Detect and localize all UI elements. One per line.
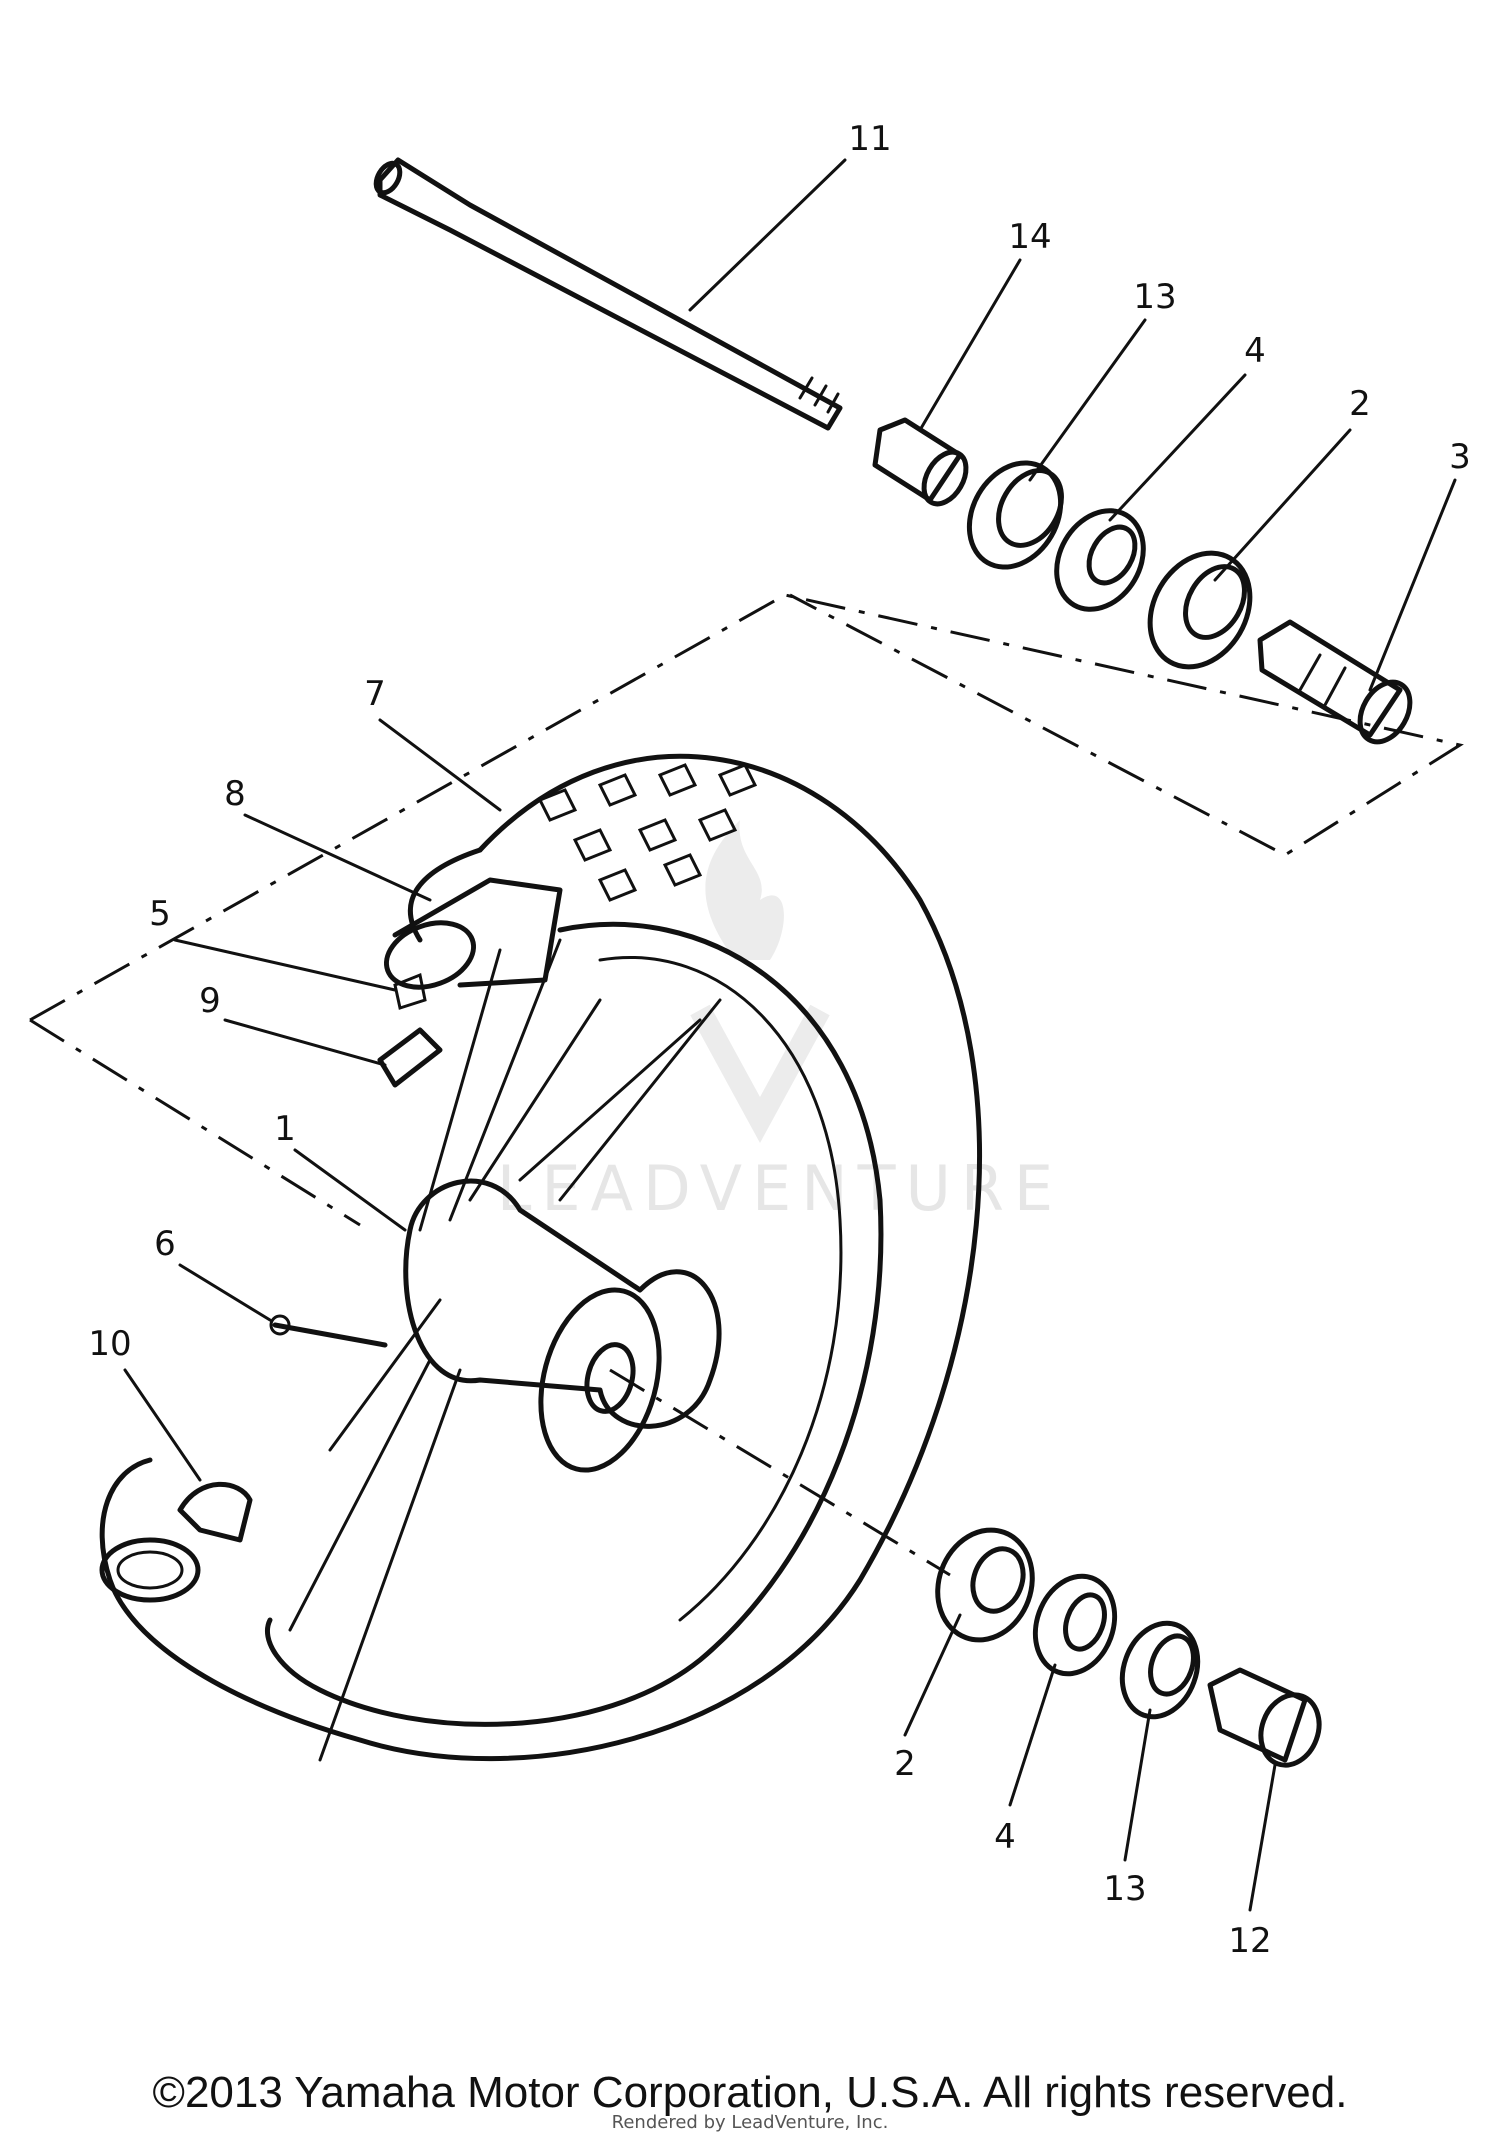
assembly-lines: [29, 593, 1464, 1577]
label-4-top: 4: [1244, 331, 1266, 371]
part-labels: 11 14 13 4 2 3 7 8 5 9 1 6 10 2 4 13 12: [88, 119, 1470, 1961]
label-1: 1: [274, 1109, 296, 1149]
label-11: 11: [848, 119, 891, 159]
collar-bottom-shape: [1207, 1667, 1322, 1768]
oil-seal-top-shape: [966, 460, 1064, 570]
label-13-bottom: 13: [1103, 1869, 1146, 1909]
oil-seal-bottom-shape: [1119, 1620, 1201, 1720]
label-7: 7: [364, 674, 386, 714]
label-12: 12: [1228, 1921, 1271, 1961]
label-10: 10: [88, 1324, 131, 1364]
bearing-bottom-shape: [935, 1527, 1035, 1643]
label-4-bottom: 4: [994, 1817, 1016, 1857]
label-3: 3: [1449, 437, 1471, 477]
axle-shape: [373, 157, 843, 431]
leader-lines: [123, 158, 1457, 1912]
spacer-bottom-shape: [1032, 1573, 1118, 1677]
collar-shape: [872, 417, 969, 507]
label-8: 8: [224, 774, 246, 814]
label-2-top: 2: [1349, 384, 1371, 424]
rendered-by-notice: Rendered by LeadVenture, Inc.: [611, 2112, 889, 2133]
label-6: 6: [154, 1224, 176, 1264]
label-2-bottom: 2: [894, 1744, 916, 1784]
bearing-top-shape: [1147, 550, 1253, 670]
label-13-top: 13: [1133, 277, 1176, 317]
label-5: 5: [149, 894, 171, 934]
spacer-shape: [1257, 619, 1413, 745]
spacer-top-shape: [1054, 508, 1146, 612]
wheel-shape: [99, 753, 982, 1762]
label-9: 9: [199, 981, 221, 1021]
copyright-notice: ©2013 Yamaha Motor Corporation, U.S.A. A…: [152, 2068, 1348, 2117]
label-14: 14: [1008, 217, 1051, 257]
